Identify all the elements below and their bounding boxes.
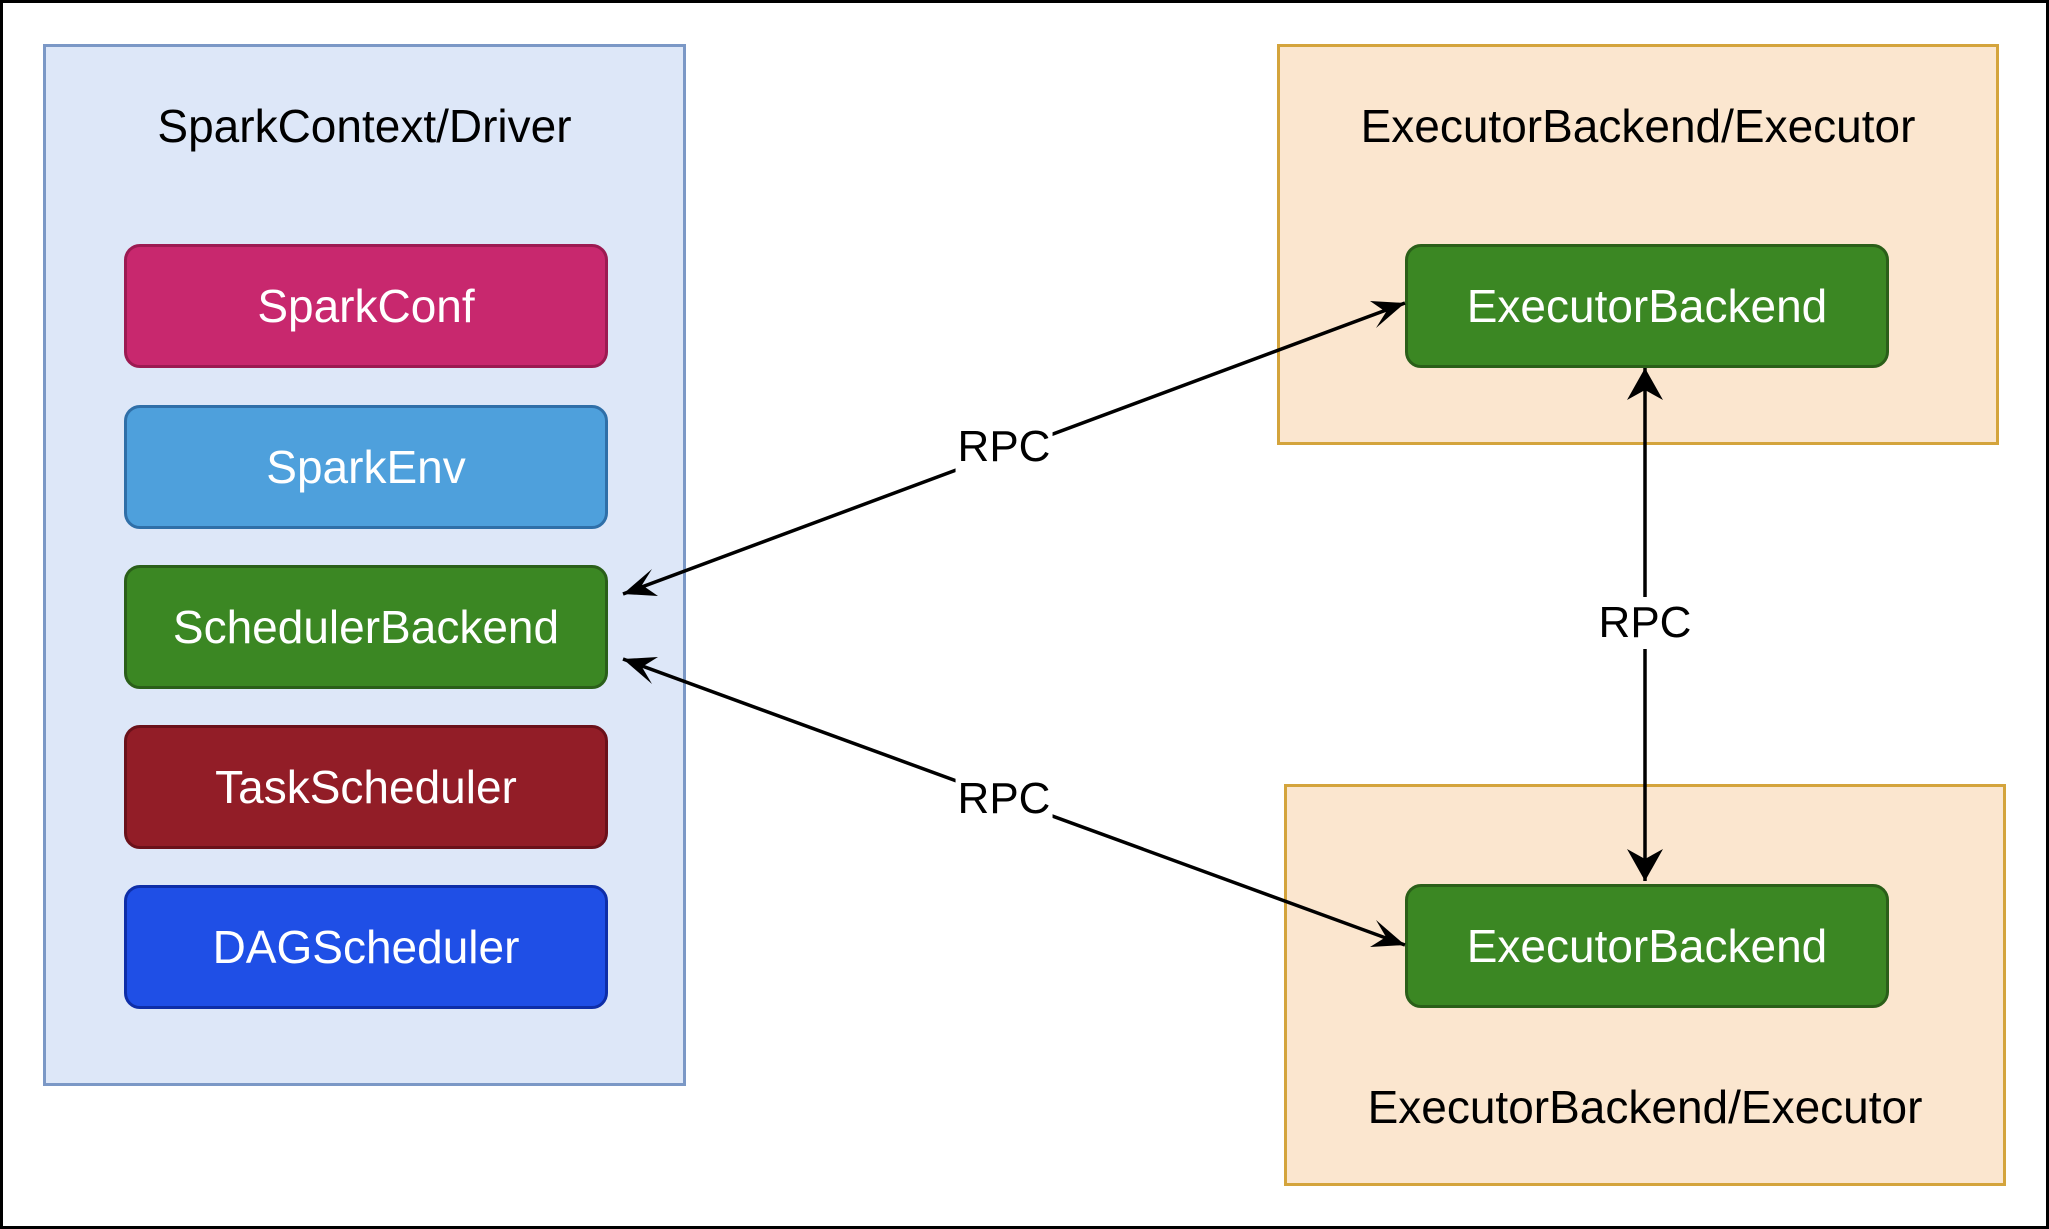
rpc-label-top: RPC	[955, 421, 1053, 473]
executor-group-bottom-title: ExecutorBackend/Executor	[1367, 1081, 1923, 1133]
driver-group-title: SparkContext/Driver	[157, 100, 572, 152]
arrowhead-driver-top-start	[623, 569, 658, 596]
spark-env-box: SparkEnv	[124, 405, 608, 529]
rpc-label-vertical: RPC	[1596, 597, 1694, 649]
arrowhead-driver-bottom-start	[623, 657, 658, 684]
arrowhead-driver-top-end	[1370, 301, 1405, 328]
executor-backend-bottom-box: ExecutorBackend	[1405, 884, 1889, 1008]
scheduler-backend-box: SchedulerBackend	[124, 565, 608, 689]
spark-conf-box: SparkConf	[124, 244, 608, 368]
arrowhead-vertical-bottom	[1627, 849, 1663, 881]
executor-backend-top-box: ExecutorBackend	[1405, 244, 1889, 368]
driver-group: SparkContext/Driver SparkConf SparkEnv S…	[43, 44, 686, 1086]
executor-group-top-title: ExecutorBackend/Executor	[1360, 100, 1916, 152]
executor-group-top: ExecutorBackend/Executor ExecutorBackend	[1277, 44, 1999, 445]
arrowhead-driver-bottom-end	[1370, 920, 1405, 947]
dag-scheduler-box: DAGScheduler	[124, 885, 608, 1009]
rpc-label-bottom: RPC	[955, 773, 1053, 825]
arrowhead-vertical-top	[1627, 368, 1663, 400]
task-scheduler-box: TaskScheduler	[124, 725, 608, 849]
